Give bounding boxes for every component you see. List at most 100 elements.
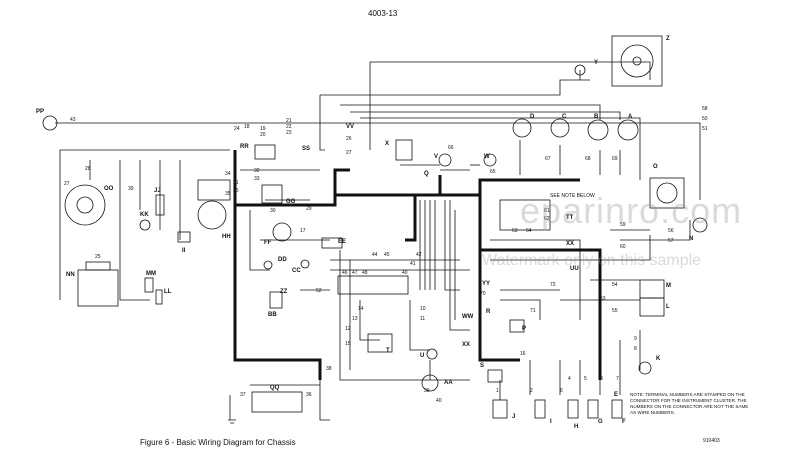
battery-qq: QQ 37 36 38: [228, 366, 332, 424]
svg-text:D: D: [530, 114, 535, 120]
svg-text:54: 54: [612, 282, 618, 288]
svg-text:51: 51: [702, 126, 708, 132]
figure-caption: Figure 6 - Basic Wiring Diagram for Chas…: [140, 438, 296, 447]
svg-text:U: U: [420, 353, 424, 359]
svg-text:N: N: [689, 236, 693, 242]
svg-text:47: 47: [352, 270, 358, 276]
svg-text:27: 27: [64, 181, 70, 187]
svg-text:50: 50: [702, 116, 708, 122]
component-vv: VV: [346, 124, 354, 130]
component-mm: MM: [144, 271, 156, 293]
svg-text:32: 32: [254, 168, 260, 174]
component-y: Y: [574, 60, 598, 76]
svg-text:55: 55: [612, 308, 618, 314]
svg-text:66: 66: [448, 145, 454, 151]
svg-text:17: 17: [300, 228, 306, 234]
svg-text:25: 25: [95, 254, 101, 260]
svg-text:27: 27: [346, 150, 352, 156]
svg-text:44: 44: [372, 252, 378, 258]
component-hh-starter: HH 31 36: [197, 179, 239, 240]
svg-text:36: 36: [306, 392, 312, 398]
svg-text:BB: BB: [268, 312, 277, 318]
svg-text:71: 71: [530, 308, 536, 314]
component-yy: YY: [482, 281, 490, 287]
component-z-fan: Z: [611, 35, 670, 87]
svg-text:SEE NOTE BELOW: SEE NOTE BELOW: [550, 193, 595, 199]
svg-text:6: 6: [560, 388, 563, 394]
component-d-gauge: D: [512, 114, 535, 138]
component-l-light: L: [639, 297, 670, 317]
component-pp: PP 43: [36, 109, 76, 131]
svg-text:II: II: [182, 248, 186, 254]
svg-text:E: E: [614, 392, 618, 398]
svg-text:C: C: [562, 114, 567, 120]
svg-text:VV: VV: [346, 124, 354, 130]
component-kk: KK: [139, 212, 151, 231]
svg-text:H: H: [574, 424, 578, 430]
component-ss: SS: [302, 146, 310, 152]
svg-text:1: 1: [496, 388, 499, 394]
component-ee: EE: [321, 237, 346, 249]
svg-text:PP: PP: [36, 109, 44, 115]
svg-text:34: 34: [225, 171, 231, 177]
svg-text:38: 38: [326, 366, 332, 372]
svg-text:HH: HH: [222, 234, 231, 240]
svg-text:21: 21: [286, 118, 292, 124]
svg-text:I: I: [550, 419, 552, 425]
svg-text:56: 56: [668, 228, 674, 234]
svg-text:Z: Z: [666, 36, 670, 42]
svg-text:V: V: [434, 154, 438, 160]
svg-text:31: 31: [233, 180, 239, 186]
svg-text:13: 13: [352, 316, 358, 322]
component-p: P: [509, 319, 526, 333]
svg-text:70: 70: [480, 291, 486, 297]
svg-text:R: R: [486, 309, 491, 315]
component-aa: AA: [421, 374, 453, 392]
fuse-block: [337, 275, 409, 295]
svg-text:CC: CC: [292, 268, 301, 274]
component-jj: JJ: [154, 188, 165, 216]
svg-text:W: W: [484, 154, 490, 160]
svg-text:57: 57: [668, 238, 674, 244]
svg-text:41: 41: [410, 261, 416, 267]
svg-text:61: 61: [544, 208, 550, 214]
svg-text:XX: XX: [566, 241, 574, 247]
wire-number-labels: 58 50 51 26 27 44 45 46 47 48 40 41 42 1…: [128, 106, 708, 404]
svg-text:RR: RR: [240, 144, 249, 150]
svg-text:64: 64: [526, 228, 532, 234]
svg-text:3: 3: [600, 376, 603, 382]
component-xx: XX XX: [462, 241, 574, 348]
svg-text:9: 9: [634, 336, 637, 342]
svg-text:26: 26: [346, 136, 352, 142]
component-c-gauge: C: [550, 114, 570, 138]
svg-text:11: 11: [420, 316, 425, 322]
main-harness: [233, 150, 602, 380]
svg-text:15: 15: [345, 341, 351, 347]
svg-text:48: 48: [362, 270, 368, 276]
component-bb: BB: [268, 291, 283, 318]
svg-text:F: F: [622, 419, 626, 425]
svg-text:42: 42: [416, 252, 422, 258]
svg-text:QQ: QQ: [270, 385, 280, 391]
component-n: N: [689, 217, 708, 242]
svg-text:DD: DD: [278, 257, 287, 263]
svg-text:63: 63: [512, 228, 518, 234]
instrument-cluster-connector: SEE NOTE BELOW TT: [499, 193, 595, 231]
svg-text:22: 22: [286, 124, 292, 130]
svg-text:Q: Q: [424, 171, 429, 177]
svg-text:WW: WW: [462, 314, 474, 320]
svg-text:36: 36: [233, 188, 239, 194]
svg-text:43: 43: [70, 117, 76, 123]
svg-text:24: 24: [234, 126, 240, 132]
svg-text:YY: YY: [482, 281, 490, 287]
svg-text:60: 60: [620, 244, 626, 250]
svg-text:52: 52: [316, 288, 322, 294]
svg-text:12: 12: [345, 326, 351, 332]
svg-text:Y: Y: [594, 60, 598, 66]
svg-text:L: L: [666, 304, 670, 310]
component-t: T: [367, 333, 393, 354]
svg-text:EE: EE: [338, 239, 346, 245]
svg-text:39: 39: [424, 388, 430, 394]
